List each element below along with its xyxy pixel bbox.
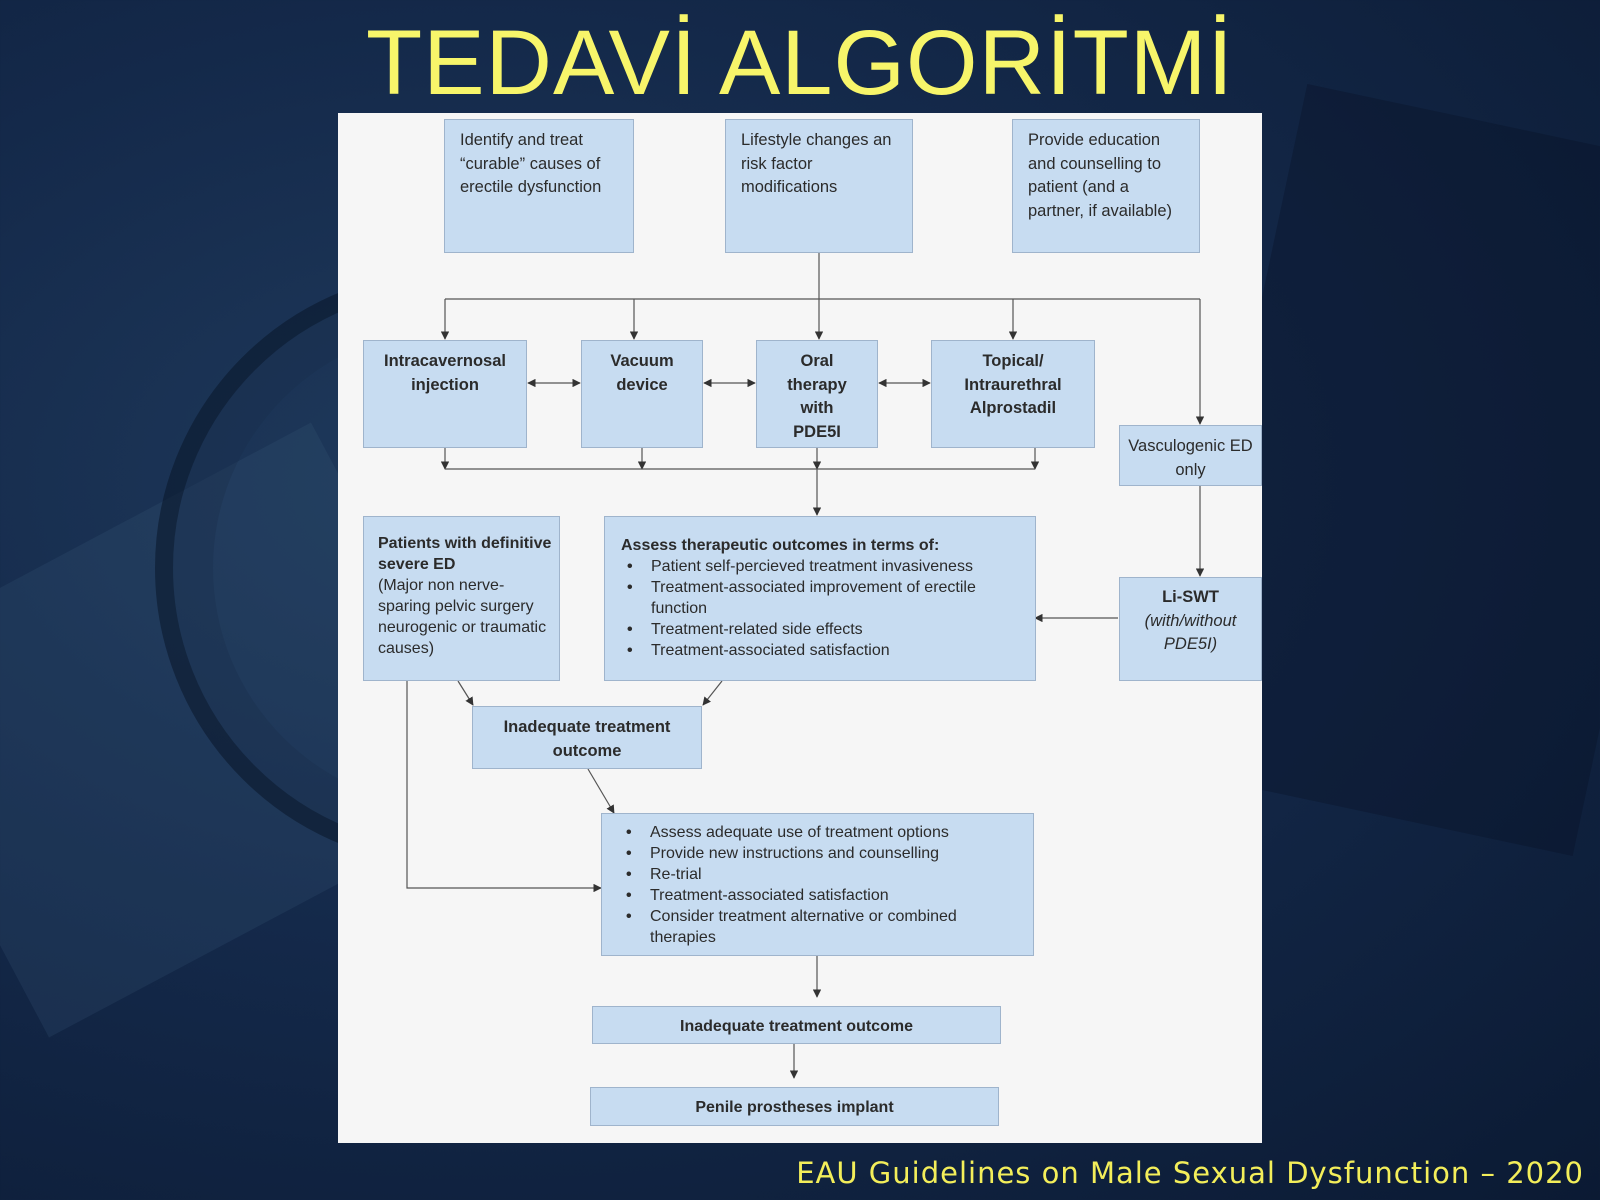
list-item: Treatment-associated improvement of erec… [627,577,1031,619]
topical-text: Topical/ Intraurethral Alprostadil [964,352,1062,417]
li-swt-title: Li-SWT [1162,588,1219,606]
list-item: Re-trial [626,864,1027,885]
lifestyle-box: Lifestyle changes an risk factor modific… [725,119,913,253]
prosthesis-text: Penile prostheses implant [695,1099,894,1116]
assess-outcomes-box: Assess therapeutic outcomes in terms of:… [604,516,1036,681]
list-item: Treatment-associated satisfaction [626,885,1027,906]
slide-title: TEDAVİ ALGORİTMİ [366,12,1234,114]
vasculogenic-text: Vasculogenic ED only [1128,437,1253,479]
severe-ed-note: (Major non nerve-sparing pelvic surgery … [378,577,547,657]
reassess-box: Assess adequate use of treatment options… [601,813,1034,956]
topical-box: Topical/ Intraurethral Alprostadil [931,340,1095,448]
connector-arrow [702,680,723,706]
flowchart-panel: Identify and treat “curable” causes of e… [338,113,1262,1143]
identify-causes-box: Identify and treat “curable” causes of e… [444,119,634,253]
connector-arrow [457,680,474,706]
severe-ed-title: Patients with definitive severe ED [378,535,552,573]
list-item: Assess adequate use of treatment options [626,822,1027,843]
intracavernosal-text: Intracavernosal injection [384,352,506,394]
severe-ed-box: Patients with definitive severe ED (Majo… [363,516,560,681]
vacuum-text: Vacuum device [610,352,674,394]
lifestyle-text: Lifestyle changes an risk factor modific… [741,131,892,196]
flowchart-connectors [406,253,1205,1079]
inadequate-outcome-box-1: Inadequate treatment outcome [472,706,702,769]
footer-citation: EAU Guidelines on Male Sexual Dysfunctio… [796,1156,1584,1190]
inadequate-outcome-box-2: Inadequate treatment outcome [592,1006,1001,1044]
list-item: Provide new instructions and counselling [626,843,1027,864]
list-item: Treatment-associated satisfaction [627,640,1031,661]
inadequate-outcome-text-2: Inadequate treatment outcome [680,1018,913,1035]
connector-arrow [406,681,602,893]
connector-arrow [587,768,615,814]
identify-causes-text: Identify and treat “curable” causes of e… [460,131,602,196]
list-item: Consider treatment alternative or combin… [626,906,1027,948]
li-swt-box: Li-SWT (with/without PDE5I) [1119,577,1262,681]
li-swt-note: (with/without PDE5I) [1144,611,1237,654]
list-item: Treatment-related side effects [627,619,1031,640]
assess-outcomes-list: Patient self-percieved treatment invasiv… [621,556,1031,661]
assess-outcomes-title: Assess therapeutic outcomes in terms of: [621,537,940,554]
oral-therapy-text: Oral therapy with PDE5I [787,352,847,441]
vacuum-box: Vacuum device [581,340,703,448]
inadequate-outcome-text-1: Inadequate treatment outcome [503,718,671,760]
reassess-list: Assess adequate use of treatment options… [620,822,1027,948]
education-text: Provide education and counselling to pat… [1028,131,1172,220]
prosthesis-box: Penile prostheses implant [590,1087,999,1126]
list-item: Patient self-percieved treatment invasiv… [627,556,1031,577]
education-box: Provide education and counselling to pat… [1012,119,1200,253]
oral-therapy-box: Oral therapy with PDE5I [756,340,878,448]
vasculogenic-box: Vasculogenic ED only [1119,425,1262,486]
intracavernosal-box: Intracavernosal injection [363,340,527,448]
